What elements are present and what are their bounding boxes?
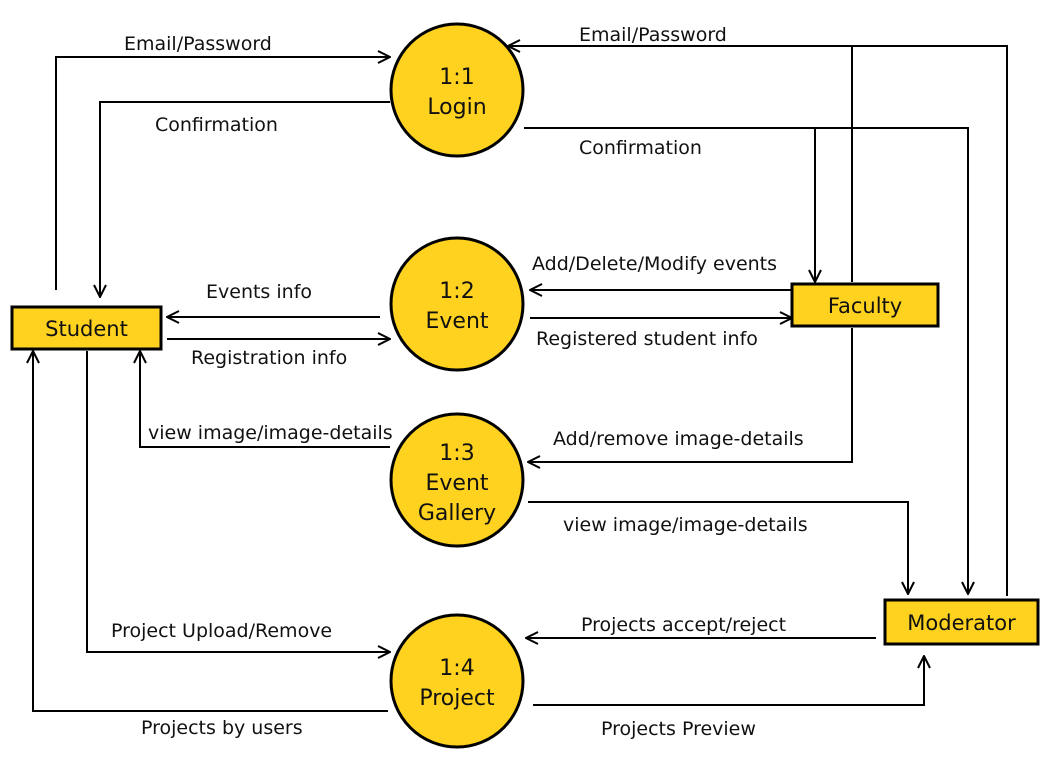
- flow-project-to-student: [33, 351, 388, 712]
- flow-student-to-login: [55, 57, 390, 290]
- process-id: 1:4: [439, 656, 474, 681]
- flow-moderator-to-login: [508, 46, 1008, 596]
- process-name-line2: Gallery: [418, 501, 496, 526]
- process-event: 1:2 Event: [389, 236, 525, 372]
- flow-project-to-moderator: [533, 656, 924, 706]
- entity-label: Moderator: [907, 611, 1016, 635]
- flow-label-gallery-student: view image/image-details: [148, 422, 393, 444]
- flow-label-student-project: Project Upload/Remove: [111, 620, 332, 642]
- entity-box: [10, 305, 163, 351]
- process-circle: [389, 22, 525, 158]
- flow-label-event-student: Events info: [206, 281, 312, 303]
- process-project: 1:4 Project: [389, 613, 525, 749]
- process-login: 1:1 Login: [389, 22, 525, 158]
- flow-login-to-student: [100, 101, 390, 297]
- flow-label-gallery-moderator: view image/image-details: [563, 514, 808, 536]
- flow-label-student-event: Registration info: [191, 347, 347, 369]
- flow-label-project-moderator: Projects Preview: [601, 718, 756, 740]
- process-id: 1:1: [439, 65, 474, 90]
- flow-student-to-project: [86, 351, 390, 652]
- flow-label-moderator-project: Projects accept/reject: [581, 614, 786, 636]
- process-circle: [389, 412, 525, 548]
- process-name-line1: Event: [425, 471, 488, 496]
- entity-faculty: Faculty: [790, 282, 940, 328]
- flow-gallery-to-moderator: [528, 501, 908, 594]
- process-name: Login: [427, 95, 486, 120]
- process-name: Event: [425, 309, 488, 334]
- flow-label-moderator-login: Email/Password: [579, 24, 727, 46]
- entity-box: [790, 282, 940, 328]
- process-event-gallery: 1:3 Event Gallery: [389, 412, 525, 548]
- entity-label: Faculty: [828, 294, 902, 318]
- process-circle: [389, 236, 525, 372]
- flow-gallery-to-student: [140, 351, 390, 448]
- flow-label-project-student: Projects by users: [141, 717, 303, 739]
- flow-label-faculty-gallery: Add/remove image-details: [553, 428, 804, 450]
- entity-label: Student: [45, 317, 128, 341]
- flow-label-login-faculty: Confirmation: [579, 137, 702, 159]
- flow-faculty-to-gallery: [528, 328, 853, 462]
- flow-login-to-moderator: [815, 127, 968, 594]
- flow-label-event-faculty: Registered student info: [536, 328, 758, 350]
- entity-box: [883, 598, 1040, 646]
- connectors: [33, 46, 1008, 712]
- flow-label-login-student: Confirmation: [155, 114, 278, 136]
- process-id: 1:2: [439, 279, 474, 304]
- process-circle: [389, 613, 525, 749]
- flow-label-faculty-event: Add/Delete/Modify events: [532, 253, 777, 275]
- flow-labels: Email/Password Confirmation Email/Passwo…: [111, 24, 808, 740]
- entity-moderator: Moderator: [883, 598, 1040, 646]
- process-id: 1:3: [439, 441, 474, 466]
- entity-student: Student: [10, 305, 163, 351]
- process-name: Project: [419, 686, 495, 711]
- flow-label-student-login: Email/Password: [124, 33, 272, 55]
